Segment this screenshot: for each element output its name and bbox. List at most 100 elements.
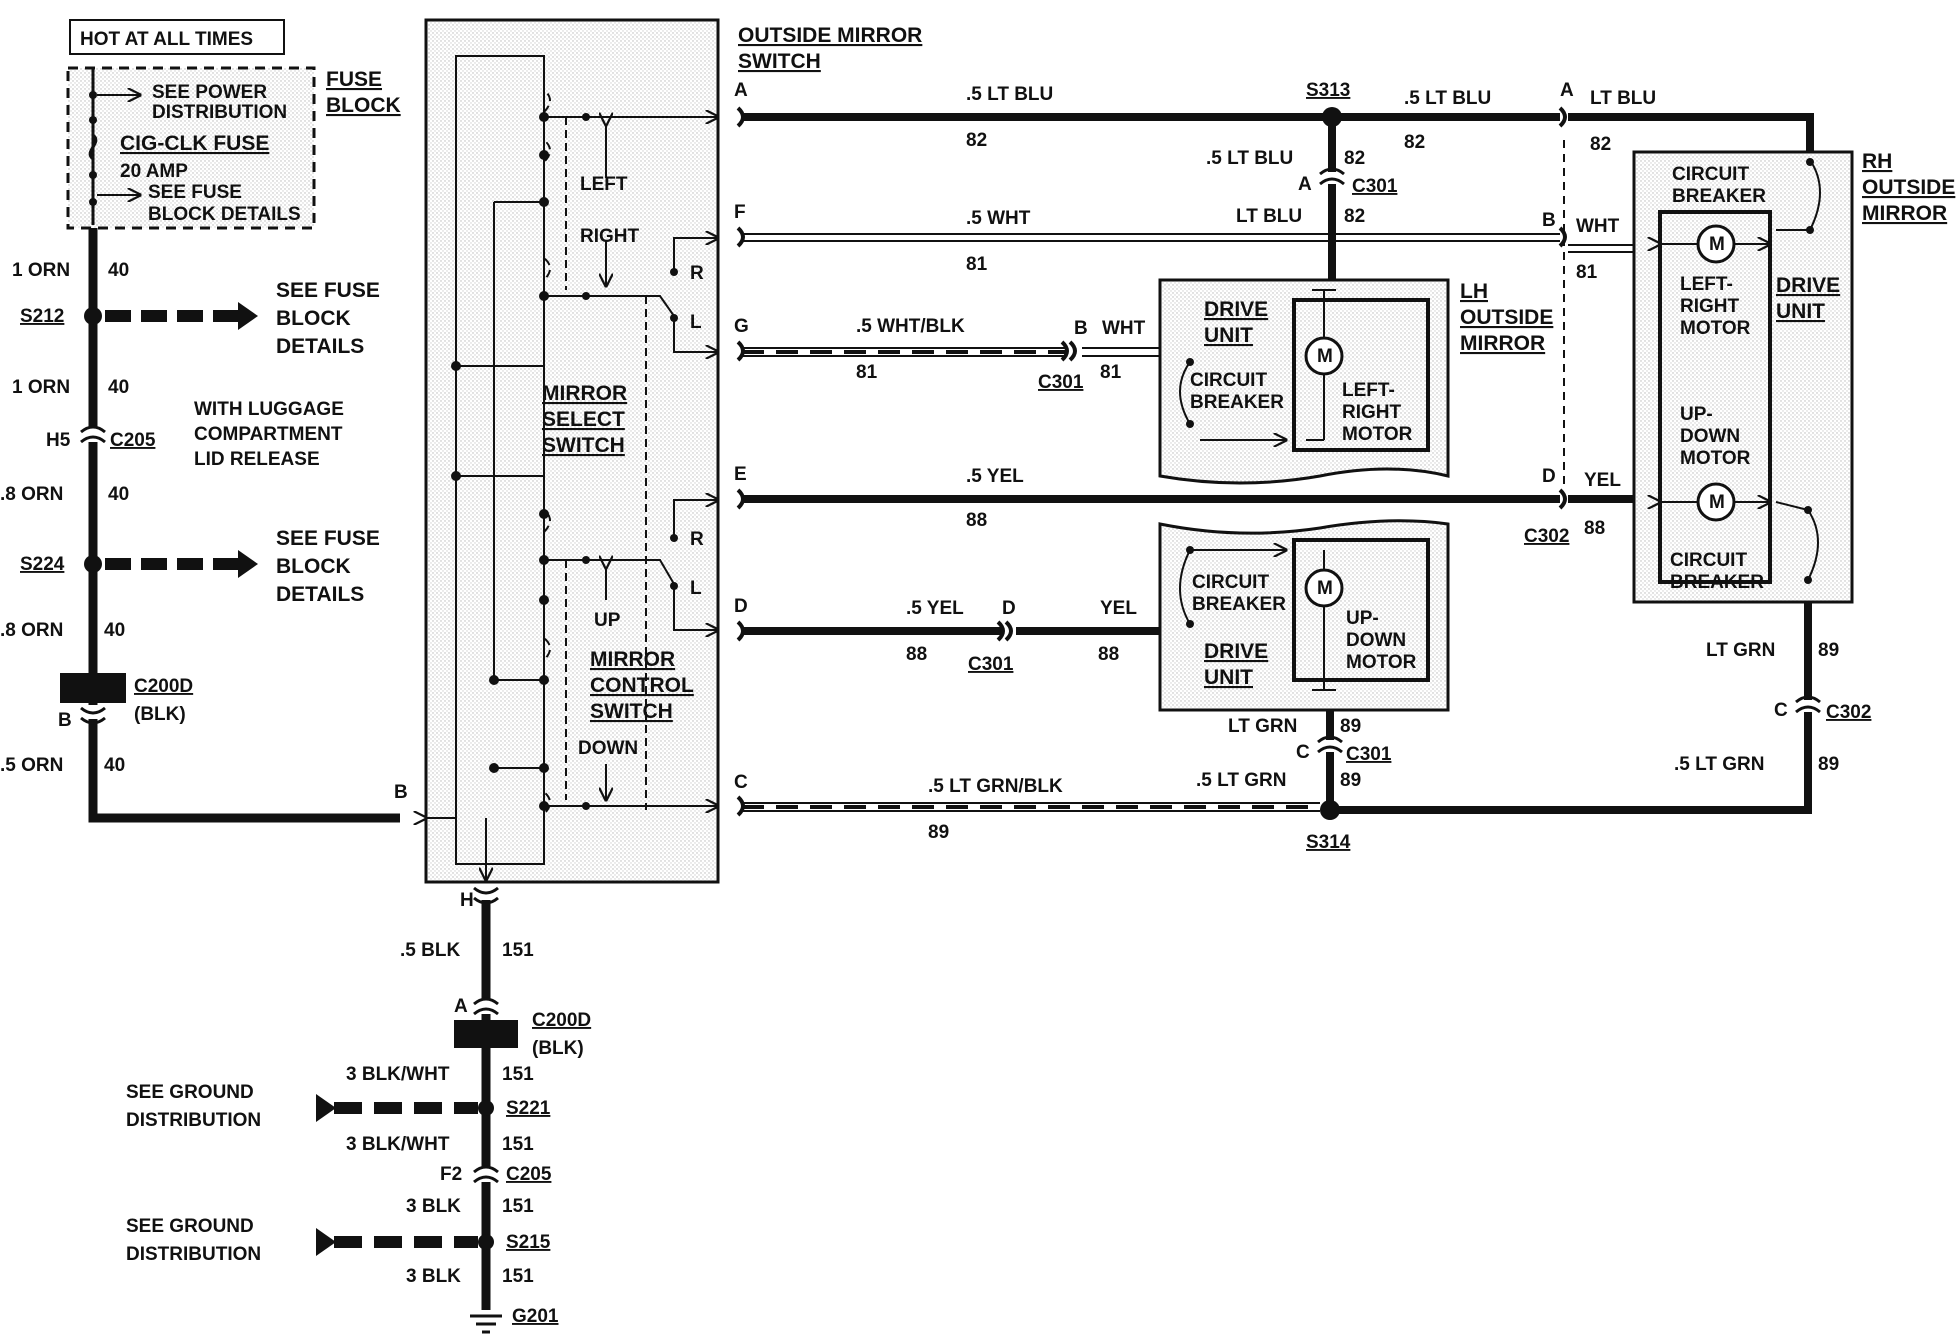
wire-e-circuit: 88 [966,510,987,531]
rh-cb1-2: BREAKER [1672,186,1766,207]
rh-circuit-88: 88 [1584,518,1605,539]
rh-ud-motor-2: DOWN [1680,426,1740,447]
wire-a-color: .5 LT BLU [966,84,1053,105]
lh-cb2-1: CIRCUIT [1192,572,1269,593]
c301a-pin: A [1298,174,1312,195]
mirror-select-1: MIRROR [542,382,627,405]
wire-d-color: .5 YEL [906,598,964,619]
ground-see1-2: DISTRIBUTION [126,1110,261,1131]
ground-pin-a: A [454,996,468,1017]
wire-f-color: .5 WHT [966,208,1031,229]
g-circuit-2: 81 [1100,362,1122,383]
lh-lr-motor-3: MOTOR [1342,424,1413,445]
ground-w3-circuit: 151 [502,1134,534,1155]
wire-a3-color: .5 LT BLU [1206,148,1293,169]
switch-pin-b: B [394,782,408,803]
switch-title-1: OUTSIDE MIRROR [738,24,922,47]
feed-wire3-color: .8 ORN [0,484,63,505]
s221-label: S221 [506,1098,551,1119]
ground-w2-circuit: 151 [502,1064,534,1085]
hot-at-all-times-box [69,19,285,55]
s314-label: S314 [1306,832,1351,853]
lh-mirror-title-2: OUTSIDE [1460,306,1553,329]
g201-label: G201 [512,1306,559,1327]
switch-r1: R [690,263,704,284]
rh-drive-label-2: UNIT [1776,300,1825,323]
switch-pin-e: E [734,464,747,485]
ground-see2-2: DISTRIBUTION [126,1244,261,1265]
g-wht: WHT [1102,318,1146,339]
switch-l1: L [690,312,702,333]
lh-drive-unit-2 [1158,519,1450,712]
c205-label: C205 [110,430,156,451]
feed-wire1-color: 1 ORN [12,260,70,281]
lh-lr-motor-1: LEFT- [1342,380,1395,401]
see-fuse-block-2: BLOCK DETAILS [148,204,301,225]
lh-drive2-label-1: DRIVE [1204,640,1268,663]
lh-drive-unit-1 [1158,278,1450,485]
feed-wire4-circuit: 40 [104,620,125,641]
switch-l2: L [690,578,702,599]
ground-pin-h: H [460,890,474,911]
lh-ud-motor-1: UP- [1346,608,1379,629]
lh-cb1-2: BREAKER [1190,392,1284,413]
rh-mirror-title-3: MIRROR [1862,202,1947,225]
lh-lr-motor-m: M [1317,346,1333,367]
c200d-pin-b: B [58,710,72,731]
c205-connector [80,425,106,444]
rh-lt-grn-2: .5 LT GRN [1674,754,1764,775]
ground-c200d-blk: (BLK) [532,1038,584,1059]
lh-drive1-label-2: UNIT [1204,324,1253,347]
rh-ud-motor-m: M [1709,492,1725,513]
lh-lt-grn: LT GRN [1228,716,1297,737]
mirror-select-2: SELECT [542,408,625,431]
rh-pin-b: B [1542,210,1556,231]
rh-lt-blu: LT BLU [1590,88,1656,109]
fuse-symbol [88,133,98,161]
ground-c200d-label: C200D [532,1010,591,1031]
ground-symbol [470,1314,502,1334]
fuse-block-label-1: FUSE [326,68,382,91]
d-c301: C301 [968,654,1014,675]
switch-pin-c: C [734,772,748,793]
luggage-note-1: WITH LUGGAGE [194,399,344,420]
c200d-connector-top [60,673,126,703]
see-fuse-block-1: SEE FUSE [148,182,242,203]
feed-wire-bottom [88,738,400,823]
lh-mirror-title-3: MIRROR [1460,332,1545,355]
lh-lt-grn-2: .5 LT GRN [1196,770,1286,791]
switch-pin-d: D [734,596,748,617]
ground-w2-color: 3 BLK/WHT [346,1064,450,1085]
rh-pin-d: D [1542,466,1556,487]
switch-title-2: SWITCH [738,50,821,73]
switch-housing [424,18,720,884]
s212-see-1: SEE FUSE [276,279,380,302]
s215-splice [478,1234,494,1250]
ground-c205-label: C205 [506,1164,552,1185]
switch-pin-f: F [734,202,746,223]
s212-splice [84,307,102,325]
lt-blu-label: LT BLU [1236,206,1302,227]
see-power-dist-1: SEE POWER [152,82,267,103]
rh-motor-frame [1658,210,1772,584]
switch-pin-a: A [734,80,748,101]
ground-w3-color: 3 BLK/WHT [346,1134,450,1155]
lh-ud-motor-3: MOTOR [1346,652,1417,673]
ground-pin-f2: F2 [440,1164,462,1185]
c301c-pin: C [1296,742,1310,763]
wire-g-color: .5 WHT/BLK [856,316,965,337]
rh-ud-motor-3: MOTOR [1680,448,1751,469]
wire-d-circuit: 88 [906,644,927,665]
rh-cb2-2: BREAKER [1670,572,1764,593]
lh-cb1-1: CIRCUIT [1190,370,1267,391]
feed-wire5-color: .5 ORN [0,755,63,776]
rh-lt-grn-circuit: 89 [1818,640,1839,661]
lh-lr-motor-box [1292,298,1430,452]
lh-cb2-2: BREAKER [1192,594,1286,615]
feed-wire3-circuit: 40 [108,484,129,505]
rh-circuit-82: 82 [1590,134,1611,155]
ground-w4-color: 3 BLK [406,1196,461,1217]
s215-label: S215 [506,1232,551,1253]
rh-wht: WHT [1576,216,1620,237]
